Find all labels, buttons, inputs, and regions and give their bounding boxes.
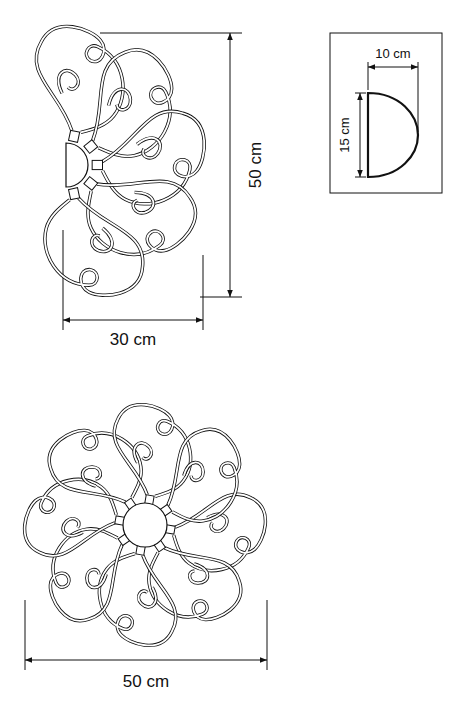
- base-inset: [330, 33, 442, 193]
- dimension-label: 50 cm: [121, 673, 171, 692]
- bottom-view: [20, 400, 270, 650]
- dimension-label: 10 cm: [373, 47, 412, 61]
- dimension-label: 50 cm: [247, 140, 266, 190]
- dimension-label: 30 cm: [108, 331, 158, 350]
- dimension-label: 15 cm: [338, 115, 352, 154]
- side-view: [20, 21, 207, 307]
- dimension-lines: [25, 33, 267, 670]
